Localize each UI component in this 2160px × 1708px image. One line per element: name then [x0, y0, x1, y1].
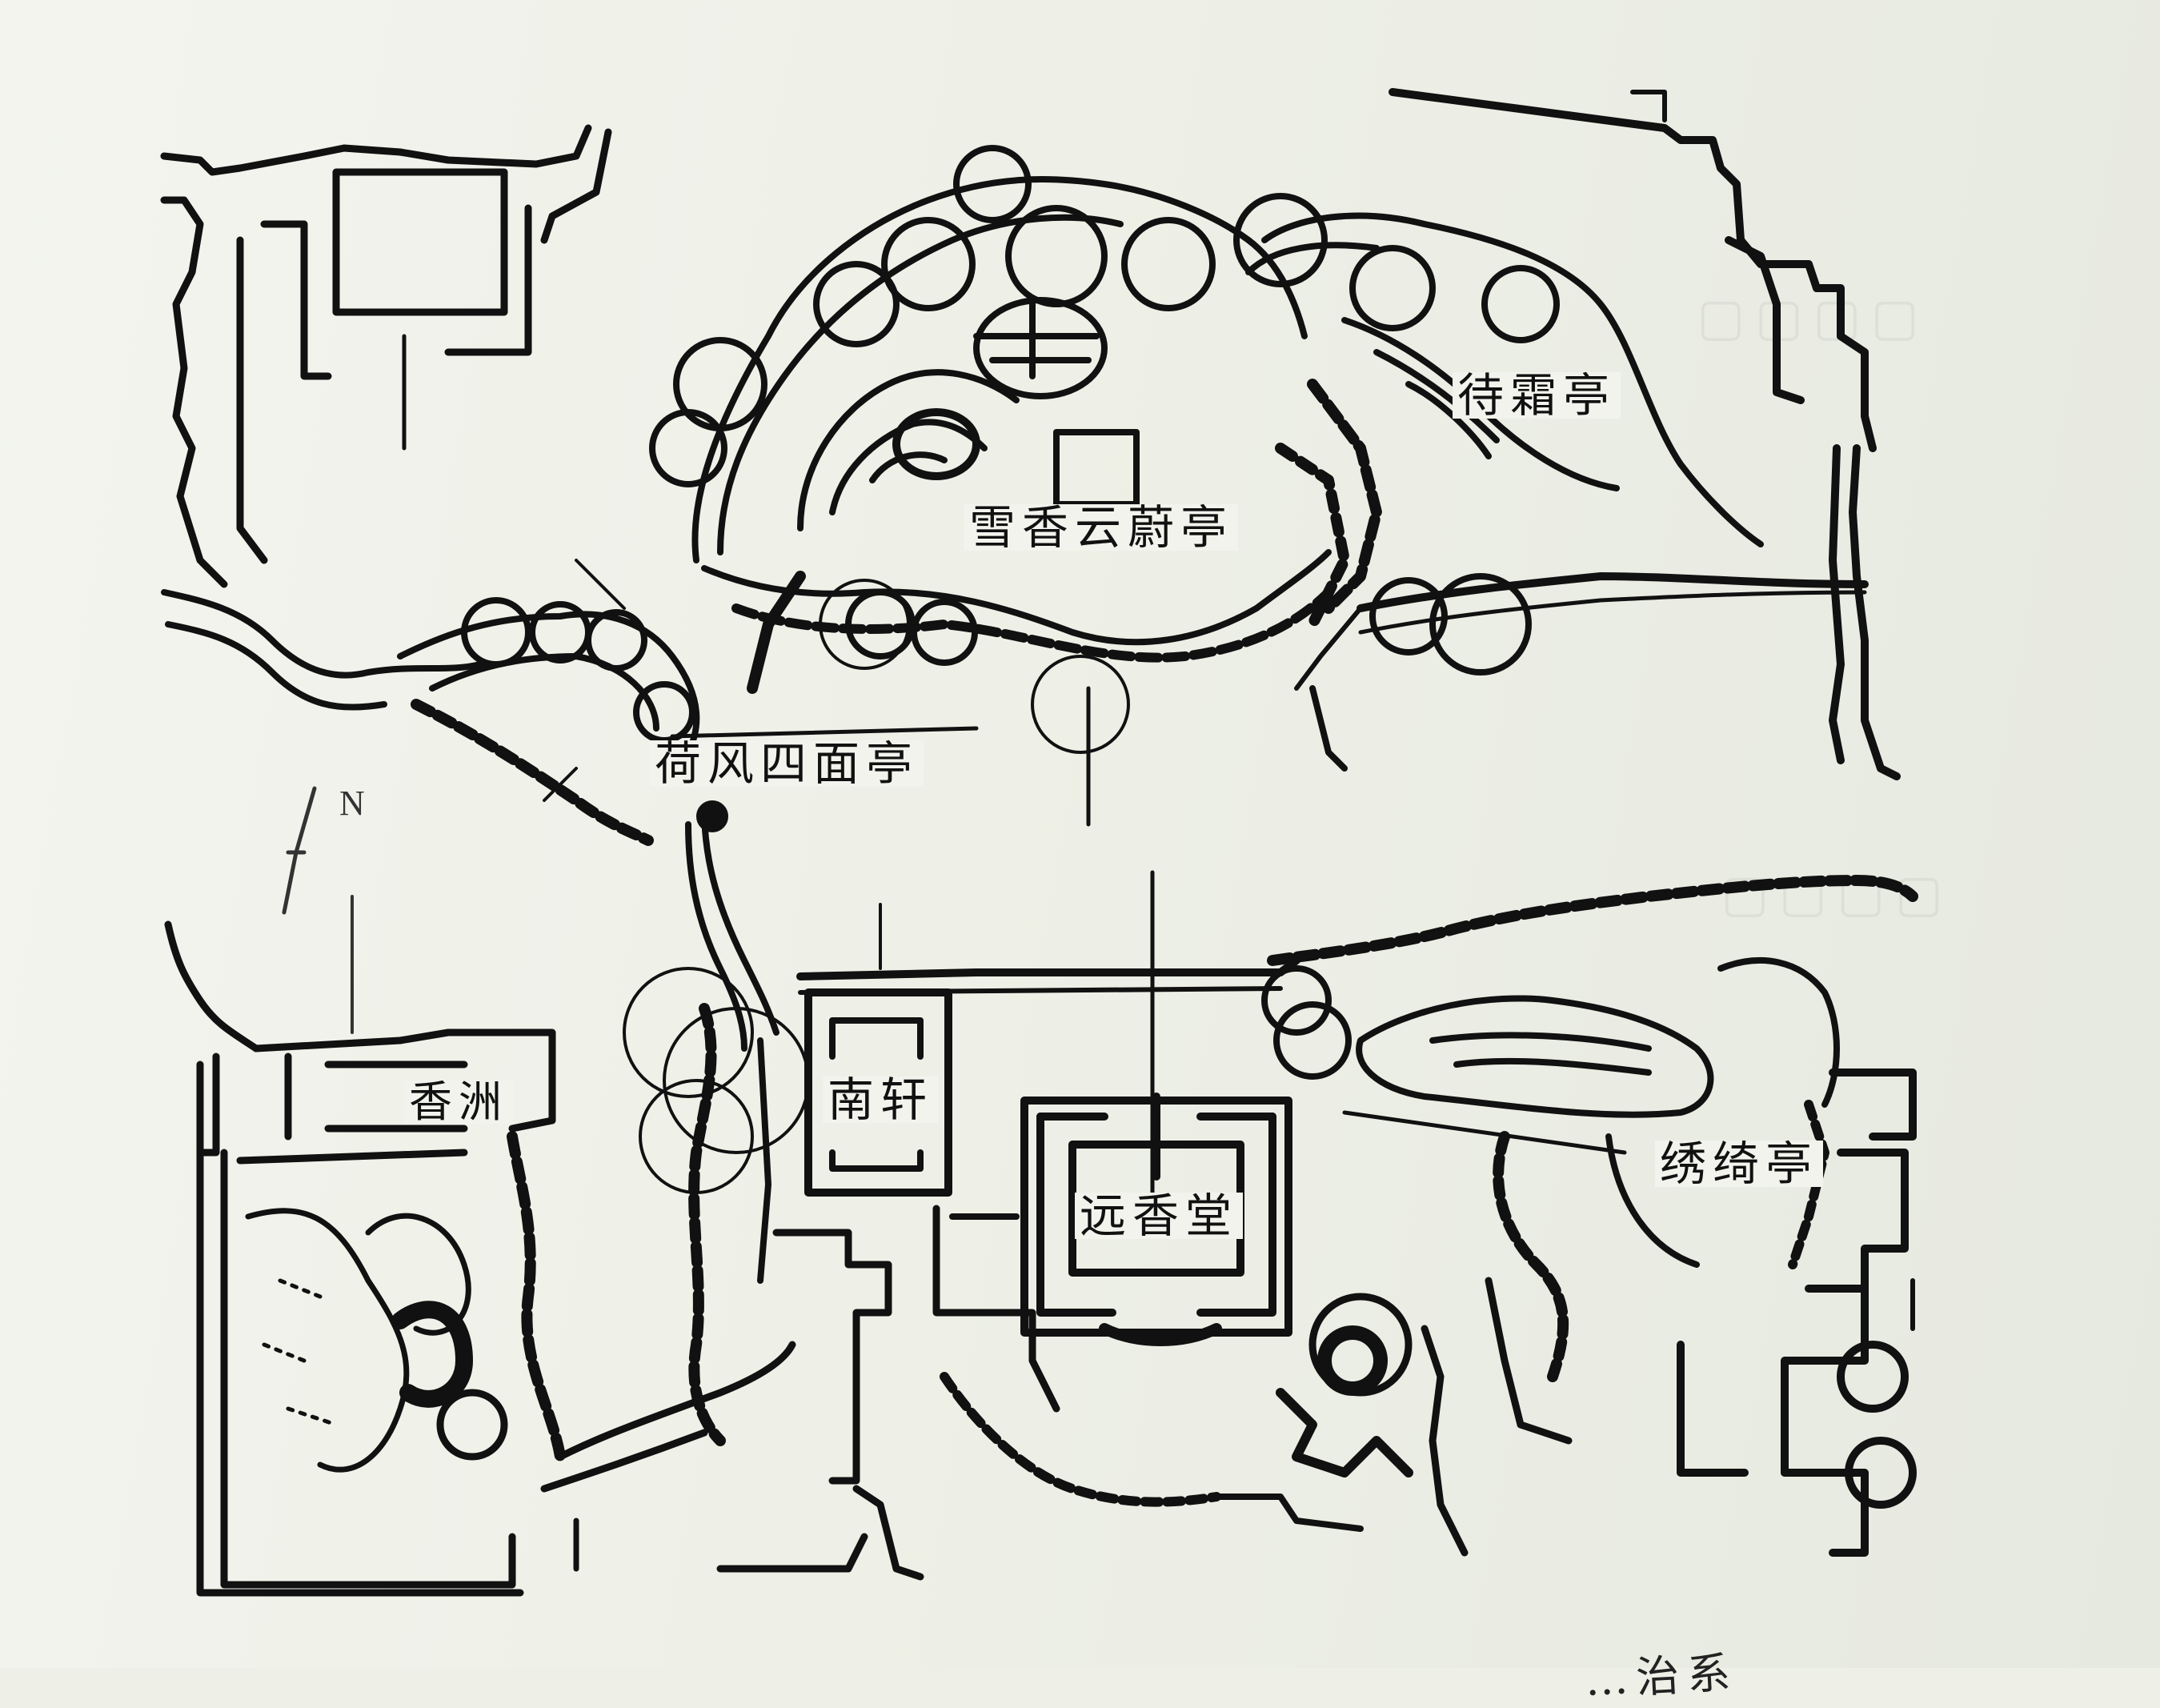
- show-through-text: ▢▢▢▢: [1697, 288, 1929, 347]
- label-xuexiang-yunwei-ting: 雪香云蔚亭: [964, 504, 1239, 551]
- southeast-island: [1261, 875, 1918, 1382]
- garden-plan-drawing: [160, 88, 1918, 1597]
- south-buildings: [716, 1205, 1573, 1581]
- northeast-boundary-wall: [1389, 88, 1901, 780]
- nanxuan-pavilion-outline: [804, 988, 952, 1197]
- east-buildings: [1677, 1069, 1917, 1557]
- north-island: [649, 145, 1333, 754]
- west-channel: [161, 559, 979, 1052]
- xiangzhou-compound: [164, 920, 796, 1597]
- north-arrow: [282, 786, 354, 1034]
- label-nanxuan: 南轩: [823, 1077, 939, 1123]
- label-yuanxiang-tang: 远香堂: [1075, 1193, 1244, 1239]
- northwest-building-compound: [160, 124, 612, 588]
- label-hefeng-simian-ting: 荷风四面亭: [650, 740, 924, 787]
- label-xiuqi-ting: 绣绮亭: [1655, 1141, 1824, 1187]
- label-xiangzhou: 香洲: [404, 1081, 513, 1124]
- central-causeway: [623, 967, 810, 1446]
- label-daishuang-ting: 待霜亭: [1453, 372, 1621, 419]
- figure-caption-partial: …治系: [1583, 1647, 1740, 1706]
- compass-north-label: N: [339, 784, 365, 823]
